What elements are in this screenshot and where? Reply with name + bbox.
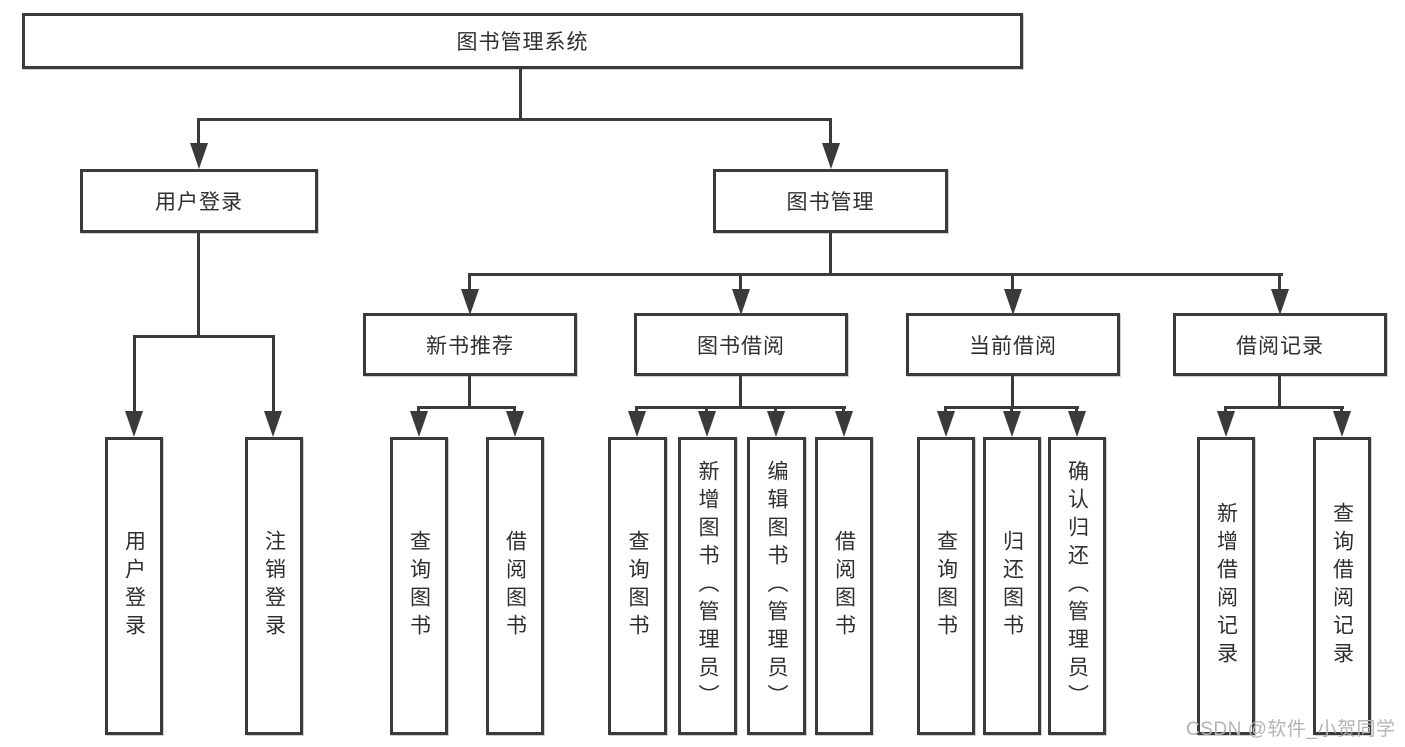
- leaf-borrow-books-2: 借阅图书: [815, 437, 873, 735]
- node-library-management-system: 图书管理系统: [22, 13, 1023, 69]
- connector-line: [133, 335, 136, 413]
- connector-line: [829, 118, 832, 146]
- node-label: 图书管理系统: [456, 31, 589, 54]
- leaf-label: 确认归还（管理员）: [1065, 460, 1089, 712]
- leaf-query-books-2: 查询图书: [608, 437, 667, 735]
- leaf-add-books-admin: 新增图书（管理员）: [678, 437, 737, 735]
- connector-line: [197, 233, 200, 337]
- connector-line: [1278, 273, 1281, 291]
- connector-line: [513, 406, 516, 415]
- leaf-label: 注销登录: [262, 530, 286, 642]
- connector-line: [635, 406, 638, 415]
- arrow-down-icon: [1003, 411, 1021, 437]
- connector-line: [705, 406, 708, 415]
- connector-line: [1224, 406, 1227, 415]
- leaf-label: 查询借阅记录: [1330, 502, 1354, 670]
- node-label: 新书推荐: [426, 334, 514, 358]
- leaf-confirm-return-admin: 确认归还（管理员）: [1048, 437, 1106, 735]
- arrow-down-icon: [190, 143, 208, 169]
- leaf-label: 借阅图书: [832, 530, 856, 642]
- arrow-down-icon: [264, 411, 282, 437]
- connector-line: [468, 375, 471, 408]
- arrow-down-icon: [1217, 411, 1235, 437]
- connector-line: [417, 406, 420, 415]
- leaf-logout: 注销登录: [245, 437, 303, 735]
- connector-line: [1224, 406, 1344, 409]
- connector-line: [739, 273, 742, 291]
- connector-line: [417, 406, 516, 409]
- leaf-return-books: 归还图书: [983, 437, 1041, 735]
- connector-line: [944, 406, 947, 415]
- arrow-down-icon: [410, 411, 428, 437]
- connector-line: [1340, 406, 1343, 415]
- leaf-edit-books-admin: 编辑图书（管理员）: [747, 437, 806, 735]
- csdn-watermark: CSDN @软件_小贺同学: [1186, 719, 1396, 740]
- connector-line: [1011, 375, 1014, 408]
- connector-line: [133, 335, 275, 338]
- arrow-down-icon: [835, 411, 853, 437]
- node-label: 用户登录: [155, 191, 243, 214]
- leaf-query-books-3: 查询图书: [917, 437, 975, 735]
- connector-line: [739, 375, 742, 408]
- leaf-add-borrow-record: 新增借阅记录: [1197, 437, 1255, 735]
- arrow-down-icon: [125, 411, 143, 437]
- arrow-down-icon: [732, 289, 750, 315]
- connector-line: [635, 406, 846, 409]
- arrow-down-icon: [822, 143, 840, 169]
- node-user-login: 用户登录: [80, 169, 318, 233]
- connector-line: [1278, 375, 1281, 408]
- connector-line: [197, 118, 831, 121]
- leaf-label: 新增图书（管理员）: [696, 460, 719, 712]
- arrow-down-icon: [698, 411, 716, 437]
- arrow-down-icon: [937, 411, 955, 437]
- arrow-down-icon: [1068, 411, 1086, 437]
- leaf-label: 用户登录: [122, 530, 146, 642]
- connector-line: [197, 118, 200, 146]
- node-current-borrowing: 当前借阅: [906, 313, 1120, 376]
- arrow-down-icon: [506, 411, 524, 437]
- arrow-down-icon: [1271, 289, 1289, 315]
- connector-line: [519, 69, 522, 120]
- leaf-label: 新增借阅记录: [1214, 502, 1238, 670]
- arrow-down-icon: [628, 411, 646, 437]
- leaf-label: 查询图书: [934, 530, 958, 642]
- leaf-query-borrow-record: 查询借阅记录: [1313, 437, 1371, 735]
- node-new-book-recommendation: 新书推荐: [363, 313, 577, 376]
- connector-line: [774, 406, 777, 415]
- arrow-down-icon: [461, 289, 479, 315]
- connector-line: [829, 233, 832, 275]
- leaf-label: 归还图书: [1000, 530, 1024, 642]
- leaf-label: 借阅图书: [503, 530, 527, 642]
- leaf-label: 查询图书: [626, 530, 649, 642]
- connector-line: [272, 335, 275, 413]
- connector-line: [469, 273, 1283, 276]
- arrow-down-icon: [1004, 289, 1022, 315]
- leaf-label: 查询图书: [407, 530, 431, 642]
- arrow-down-icon: [1333, 411, 1351, 437]
- leaf-borrow-books-1: 借阅图书: [486, 437, 544, 735]
- node-borrowing-records: 借阅记录: [1173, 313, 1387, 376]
- connector-line: [1011, 273, 1014, 291]
- node-book-borrowing: 图书借阅: [634, 313, 848, 376]
- node-label: 图书借阅: [697, 334, 785, 358]
- node-label: 当前借阅: [969, 334, 1057, 358]
- connector-line: [1075, 406, 1078, 415]
- connector-line: [842, 406, 845, 415]
- arrow-down-icon: [767, 411, 785, 437]
- node-label: 借阅记录: [1236, 334, 1324, 358]
- leaf-label: 编辑图书（管理员）: [765, 460, 788, 712]
- leaf-user-login: 用户登录: [105, 437, 163, 735]
- leaf-query-books-1: 查询图书: [390, 437, 448, 735]
- node-label: 图书管理: [786, 191, 875, 214]
- node-book-management: 图书管理: [713, 169, 948, 233]
- connector-line: [468, 273, 471, 291]
- connector-line: [1010, 406, 1013, 415]
